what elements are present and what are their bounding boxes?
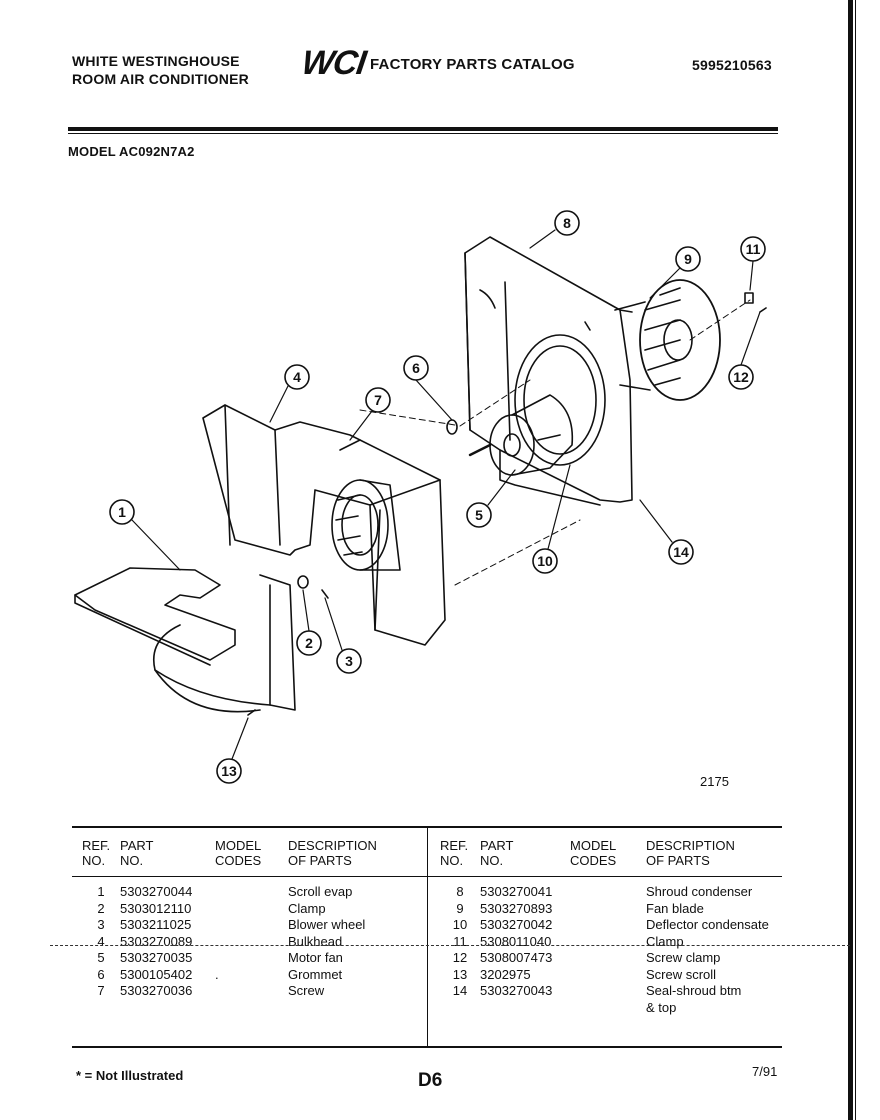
table-bottom-rule (72, 1046, 782, 1048)
callout-6: 6 (412, 360, 420, 376)
not-illustrated-legend: * = Not Illustrated (76, 1068, 184, 1083)
callout-5: 5 (475, 507, 483, 523)
motor-fan-drawing (468, 394, 574, 476)
table-center-divider (427, 828, 428, 1046)
catalog-number: 5995210563 (692, 57, 772, 73)
callout-4: 4 (293, 369, 301, 385)
header-rule-thin (68, 133, 778, 134)
bulkhead-drawing (202, 404, 446, 646)
header-rule (68, 127, 778, 131)
figure-number: 2175 (700, 774, 729, 789)
product-line: ROOM AIR CONDITIONER (72, 71, 249, 87)
fan-blade-drawing (614, 279, 721, 401)
page-number: D6 (418, 1070, 443, 1091)
table-row: & top (646, 999, 677, 1015)
col-header-ref: REF.NO. (440, 838, 469, 868)
col-header-ref: REF.NO. (82, 838, 111, 868)
manufacturer-name: WHITE WESTINGHOUSE (72, 53, 240, 69)
page-border-right-inner (855, 0, 856, 1120)
callout-14: 14 (673, 544, 689, 560)
model-label: MODEL AC092N7A2 (68, 144, 195, 159)
callout-13: 13 (221, 763, 237, 779)
clamp-screw-drawing (689, 292, 767, 341)
callout-11: 11 (746, 241, 761, 257)
exploded-parts-diagram: 8 9 11 12 6 4 7 1 5 10 14 2 3 13 (74, 210, 767, 784)
table-top-rule (72, 826, 782, 828)
callout-markers (109, 210, 766, 784)
callout-10: 10 (537, 553, 553, 569)
scroll-evap-drawing (74, 567, 296, 713)
callout-9: 9 (684, 251, 692, 267)
revision-date: 7/91 (752, 1064, 778, 1079)
shroud-condenser-drawing (464, 236, 633, 506)
callout-2: 2 (305, 635, 313, 651)
screw-drawing (321, 589, 329, 599)
screw-scroll-drawing (247, 709, 256, 716)
callout-7: 7 (374, 392, 382, 408)
callout-8: 8 (563, 215, 571, 231)
page-border-right (848, 0, 853, 1120)
wci-logo: WCI (299, 44, 368, 82)
scan-artifact-line (50, 945, 850, 946)
callout-12: 12 (733, 369, 749, 385)
blower-wheel-drawing (331, 479, 401, 571)
callout-3: 3 (345, 653, 353, 669)
callout-1: 1 (118, 504, 126, 520)
grommet-drawing (446, 419, 458, 435)
clamp-drawing (297, 575, 309, 589)
catalog-title: FACTORY PARTS CATALOG (370, 56, 575, 73)
